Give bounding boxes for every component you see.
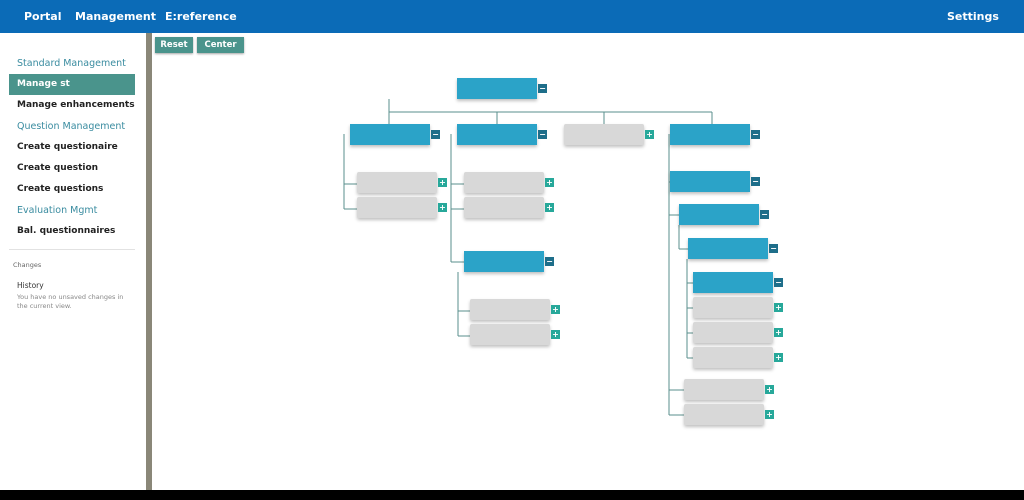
center-button[interactable]: Center	[197, 37, 244, 53]
sidebar-section-question-management[interactable]: Question Management	[17, 121, 126, 132]
tree-canvas[interactable]: Reset Center	[152, 33, 1024, 490]
expand-toggle-icon[interactable]: +	[545, 203, 554, 212]
collapse-toggle-icon[interactable]: −	[774, 278, 783, 287]
history-title: History	[17, 281, 44, 290]
sidebar-item-create-questionaire[interactable]: Create questionaire	[17, 142, 118, 152]
tree-node-leaf[interactable]	[470, 324, 550, 345]
tree-node-sub-branch[interactable]	[693, 272, 773, 293]
tree-node-leaf[interactable]	[684, 379, 764, 400]
tree-node-leaf[interactable]	[464, 172, 544, 193]
expand-toggle-icon[interactable]: +	[645, 130, 654, 139]
sidebar-item-manage-st-components[interactable]: Manage st components	[9, 74, 135, 110]
tree-node-branch-a[interactable]	[350, 124, 430, 145]
expand-toggle-icon[interactable]: +	[438, 203, 447, 212]
sidebar-item-create-question[interactable]: Create question	[17, 163, 99, 173]
tree-node-leaf[interactable]	[693, 297, 773, 318]
tree-node-branch-d[interactable]	[670, 124, 750, 145]
top-navigation-bar: Portal Management E:reference Settings	[0, 0, 1024, 33]
sidebar-item-bal-questionnaires[interactable]: Bal. questionnaires	[17, 226, 116, 236]
tree-connectors	[343, 99, 713, 416]
tree-node-root[interactable]	[457, 78, 537, 99]
expand-toggle-icon[interactable]: +	[774, 303, 783, 312]
tree-node-leaf[interactable]	[693, 322, 773, 343]
collapse-toggle-icon[interactable]: −	[751, 130, 760, 139]
sidebar-item-manage-enhancements[interactable]: Manage enhancements	[17, 100, 135, 110]
expand-toggle-icon[interactable]: +	[551, 305, 560, 314]
history-text: You have no unsaved changes in the curre…	[17, 293, 124, 310]
changes-label: Changes	[13, 261, 42, 269]
collapse-toggle-icon[interactable]: −	[545, 257, 554, 266]
sidebar-item-create-questions[interactable]: Create questions	[17, 184, 104, 194]
tree-node-branch-c[interactable]	[564, 124, 644, 145]
expand-toggle-icon[interactable]: +	[774, 328, 783, 337]
sidebar-divider	[9, 249, 135, 250]
nav-management[interactable]: Management	[75, 10, 156, 23]
sidebar: Standard Management Manage st components…	[0, 33, 146, 490]
expand-toggle-icon[interactable]: +	[545, 178, 554, 187]
expand-toggle-icon[interactable]: +	[551, 330, 560, 339]
collapse-toggle-icon[interactable]: −	[538, 84, 547, 93]
reset-button[interactable]: Reset	[155, 37, 193, 53]
expand-toggle-icon[interactable]: +	[765, 410, 774, 419]
nav-portal[interactable]: Portal	[24, 10, 62, 23]
tree-node-leaf[interactable]	[693, 347, 773, 368]
tree-node-leaf[interactable]	[357, 197, 437, 218]
sidebar-section-standard-management[interactable]: Standard Management	[17, 58, 126, 69]
bottom-edge	[0, 490, 1024, 500]
tree-node-sub-branch[interactable]	[464, 251, 544, 272]
collapse-toggle-icon[interactable]: −	[760, 210, 769, 219]
expand-toggle-icon[interactable]: +	[765, 385, 774, 394]
tree-node-leaf[interactable]	[464, 197, 544, 218]
nav-settings[interactable]: Settings	[947, 10, 999, 23]
nav-ereference[interactable]: E:reference	[165, 10, 237, 23]
tree-node-branch-b[interactable]	[457, 124, 537, 145]
collapse-toggle-icon[interactable]: −	[751, 177, 760, 186]
collapse-toggle-icon[interactable]: −	[431, 130, 440, 139]
tree-node-leaf[interactable]	[684, 404, 764, 425]
tree-node-leaf[interactable]	[357, 172, 437, 193]
sidebar-section-evaluation-mgmt[interactable]: Evaluation Mgmt	[17, 205, 98, 216]
tree-node-leaf[interactable]	[470, 299, 550, 320]
tree-node-sub-branch[interactable]	[688, 238, 768, 259]
collapse-toggle-icon[interactable]: −	[769, 244, 778, 253]
collapse-toggle-icon[interactable]: −	[538, 130, 547, 139]
tree-node-sub-branch[interactable]	[670, 171, 750, 192]
expand-toggle-icon[interactable]: +	[438, 178, 447, 187]
sidebar-splitter[interactable]	[146, 33, 152, 490]
expand-toggle-icon[interactable]: +	[774, 353, 783, 362]
tree-node-sub-branch[interactable]	[679, 204, 759, 225]
